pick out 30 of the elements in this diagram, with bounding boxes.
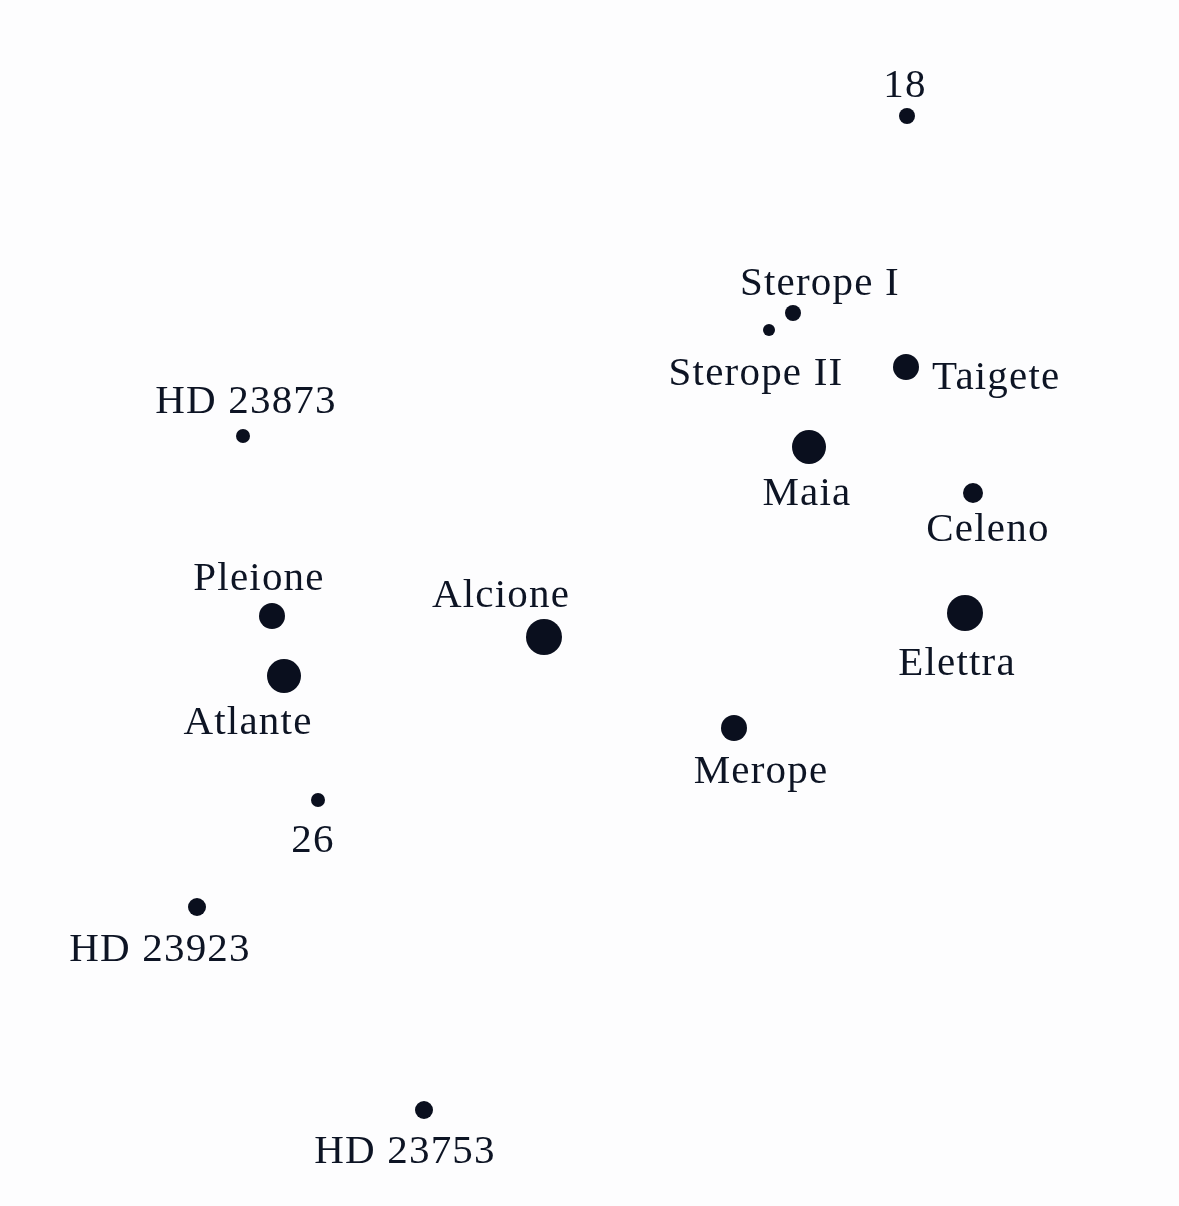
star-dot-icon <box>236 429 250 443</box>
star-name: Celeno <box>926 502 1050 552</box>
star-name: HD 23873 <box>155 374 337 424</box>
star-dot-icon <box>893 354 919 380</box>
star-name: Maia <box>762 466 852 516</box>
star-dot-icon <box>785 305 801 321</box>
star-name: 18 <box>883 58 927 108</box>
star-name: Alcione <box>431 568 571 618</box>
star-name: HD 23753 <box>314 1124 496 1174</box>
star-name: Sterope II <box>668 346 844 396</box>
star-dot-icon <box>415 1101 433 1119</box>
star-dot-icon <box>267 659 301 693</box>
star-name: Sterope I <box>740 256 900 306</box>
star-dot-icon <box>947 595 983 631</box>
star-dot-icon <box>763 324 775 336</box>
star-dot-icon <box>526 619 562 655</box>
star-dot-icon <box>188 898 206 916</box>
star-name: Elettra <box>898 636 1016 686</box>
star-dot-icon <box>721 715 747 741</box>
star-dot-icon <box>963 483 983 503</box>
star-dot-icon <box>259 603 285 629</box>
star-name: HD 23923 <box>69 922 251 972</box>
star-dot-icon <box>311 793 325 807</box>
star-name: Taigete <box>932 350 1061 400</box>
star-name: Merope <box>693 744 829 794</box>
star-dot-icon <box>899 108 915 124</box>
star-name: 26 <box>291 813 335 863</box>
star-name: Atlante <box>183 695 313 745</box>
star-dot-icon <box>792 430 826 464</box>
star-name: Pleione <box>193 551 325 601</box>
